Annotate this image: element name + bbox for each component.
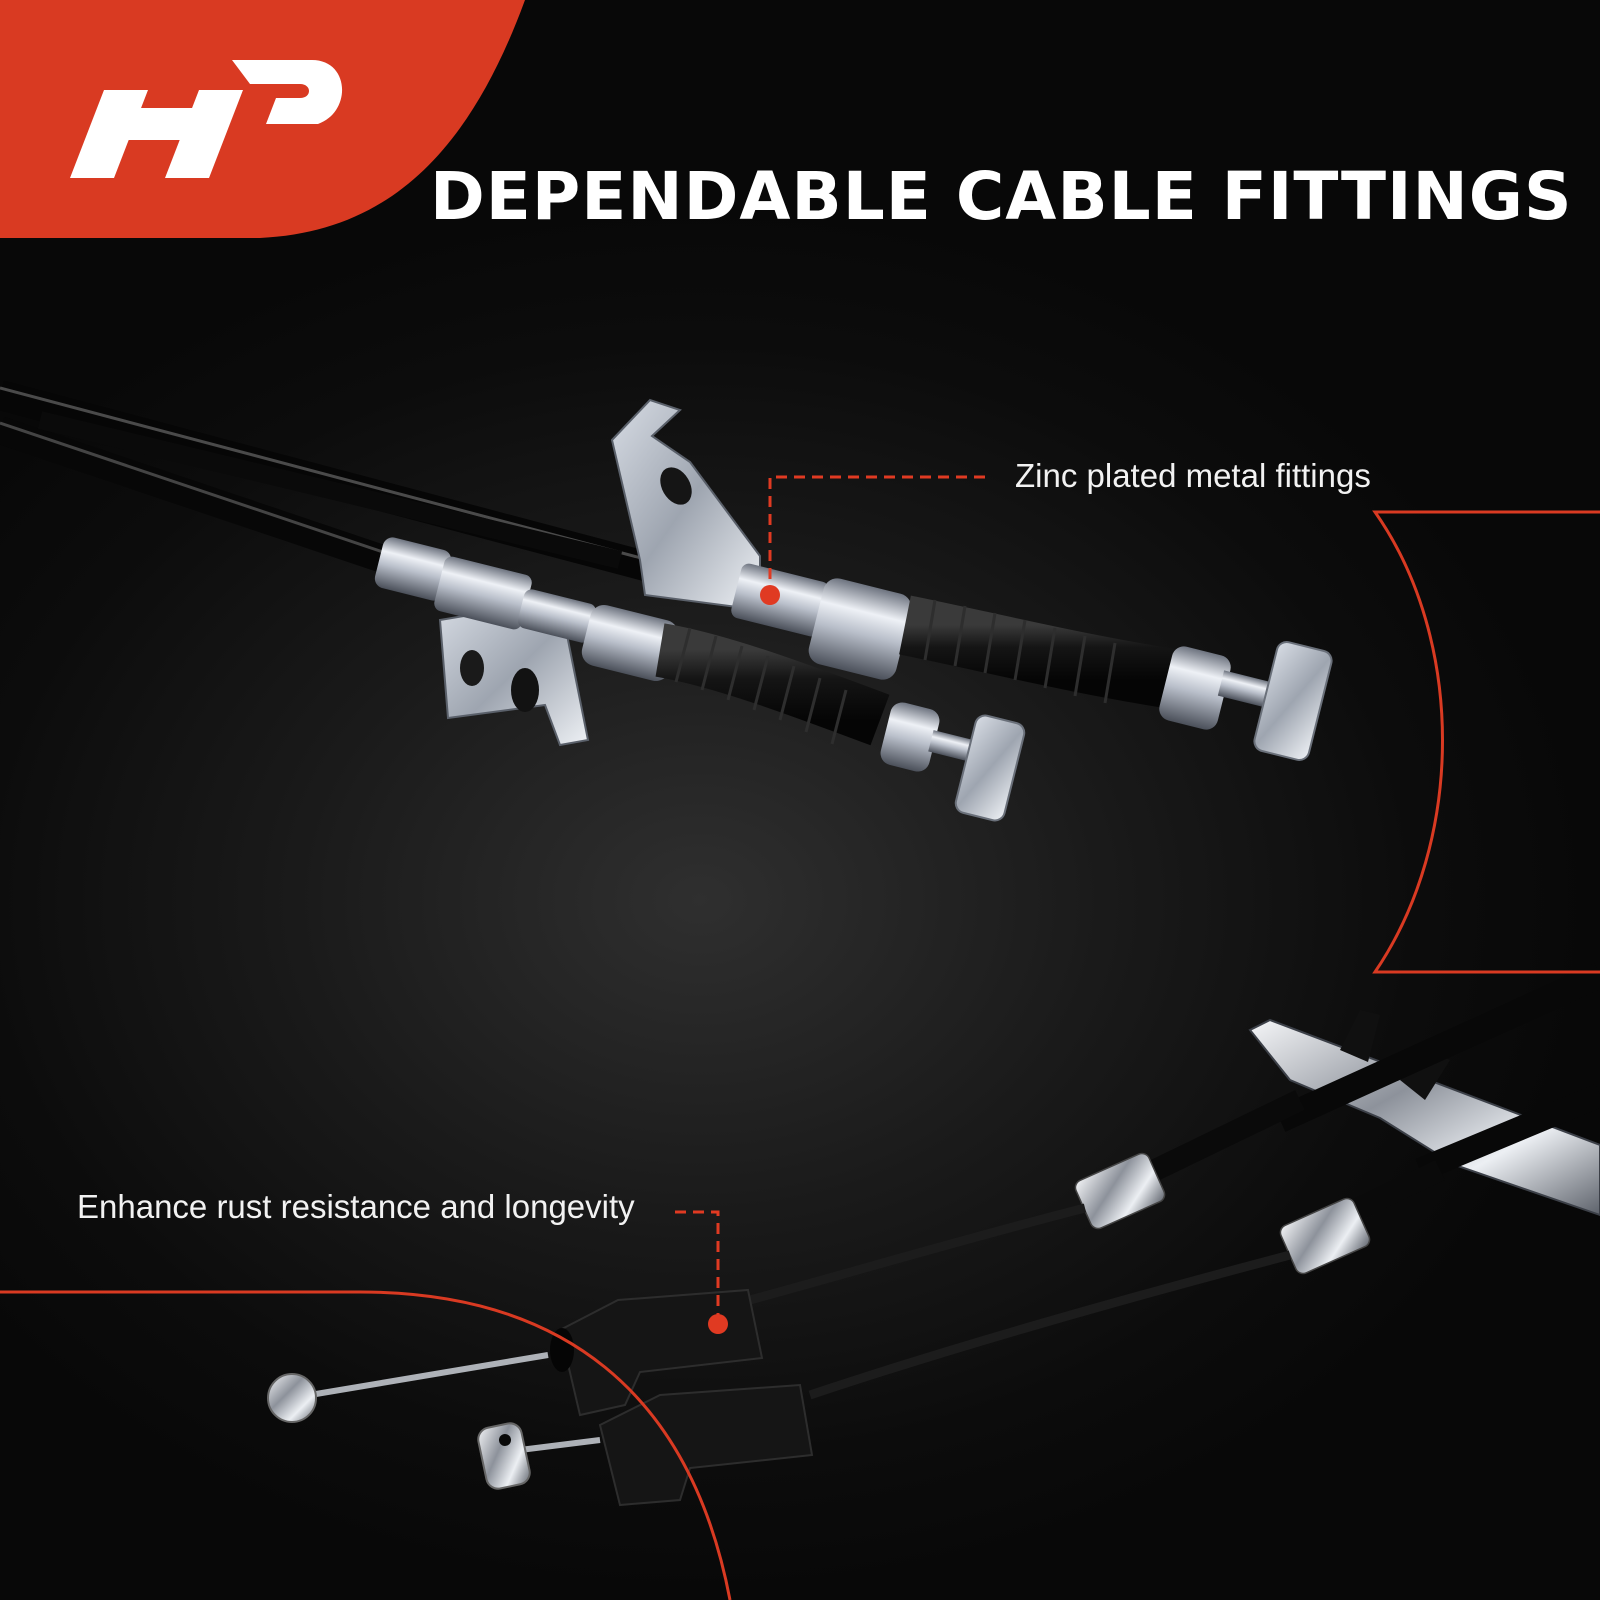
lower-cable-assembly — [267, 963, 1600, 1507]
callout-connector-bottom — [675, 1210, 728, 1334]
callout-zinc-fittings: Zinc plated metal fittings — [1015, 457, 1371, 494]
decorative-arc-bottom — [0, 1290, 732, 1600]
brand-corner-shape — [0, 0, 525, 238]
callout-connector-top — [760, 475, 985, 605]
callout-marker-bottom — [708, 1314, 728, 1334]
upper-cable-assembly — [0, 380, 1333, 822]
page-title: DEPENDABLE CABLE FITTINGS — [430, 158, 1573, 235]
decorative-arc-right — [1372, 510, 1600, 974]
callout-marker-top — [760, 585, 780, 605]
callout-rust-resistance: Enhance rust resistance and longevity — [77, 1188, 635, 1225]
ap-logo-icon — [70, 60, 343, 178]
